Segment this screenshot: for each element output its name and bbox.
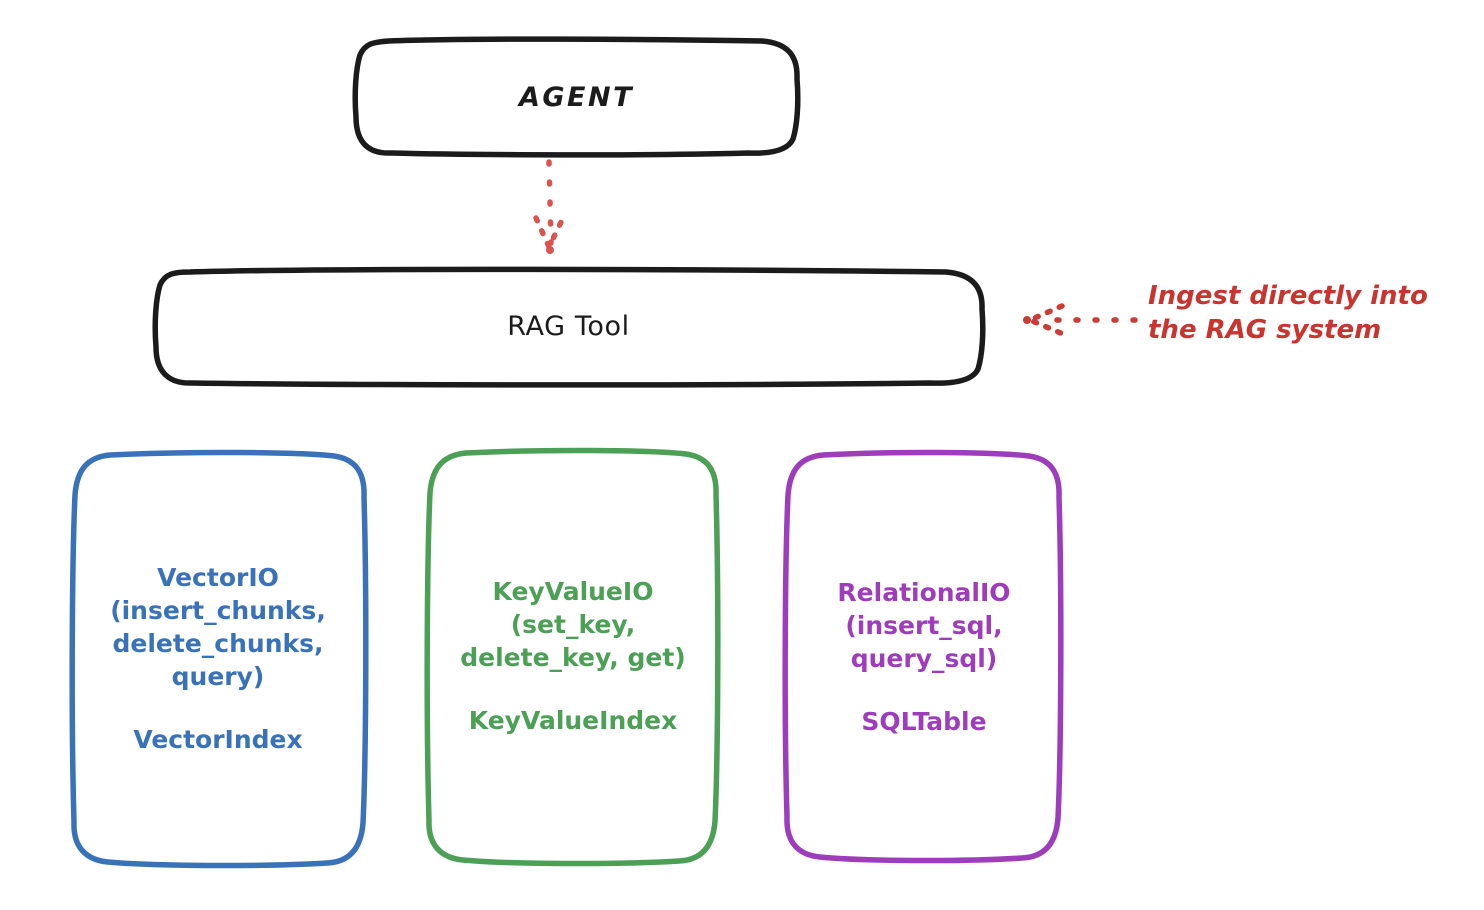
key-value-io-node-outline[interactable] <box>424 447 721 867</box>
relational-io-node-outline[interactable] <box>782 449 1064 864</box>
ingest-arrow-connector <box>1023 303 1138 337</box>
agent-to-rag-tool-connector <box>533 159 567 254</box>
vector-io-node-outline[interactable] <box>69 449 369 869</box>
agent-node-outline[interactable] <box>352 36 801 158</box>
rag-tool-node-outline[interactable] <box>152 266 986 388</box>
